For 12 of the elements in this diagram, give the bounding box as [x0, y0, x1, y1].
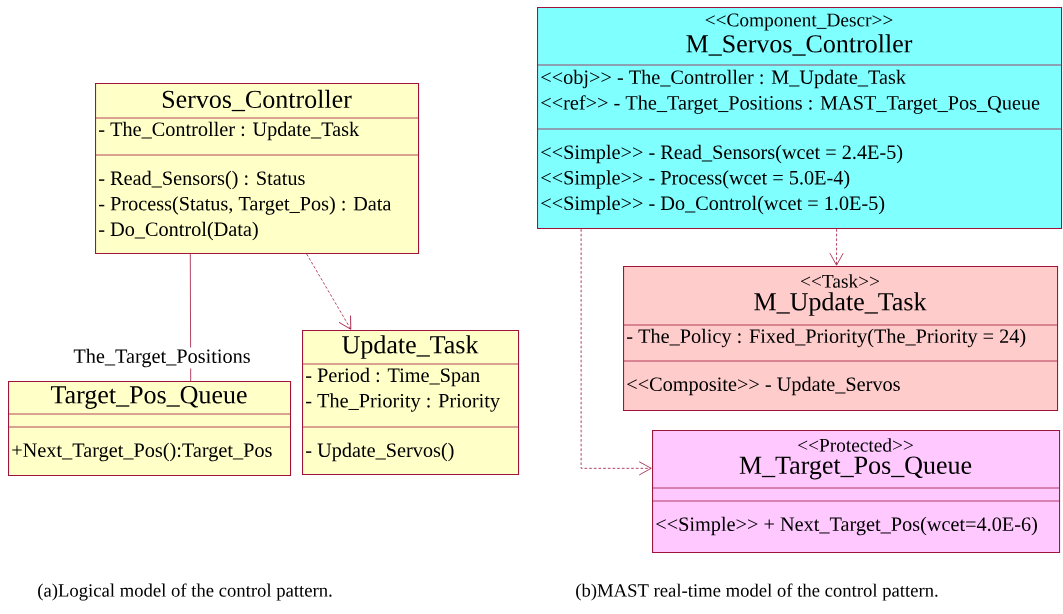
- connector-arrow: [829, 228, 844, 266]
- class-box: Update_Task - Period : Time_Span - The_Priority : Priority - Update_Servos(): [301, 330, 520, 476]
- class-box: <<Component_Descr>> M_Servos_Controller <<obj>> - The_Controller : M_Update_Task <<ref>> - The_Target_Positions : MAST_Target_Pos_Queue <<Simple>> - Read_Sensors(wcet = 2.4E-5) <<Simple>> - Process(wcet = 5.0E-4) <<Simple>> - Do_Control(wcet = 1.0E-5): [536, 7, 1063, 230]
- edge-label: The_Target_Positions: [72, 347, 252, 369]
- caption: (b)MAST real-time model of the control pattern.: [576, 583, 938, 601]
- connector-arrow: [306, 253, 352, 330]
- caption: (a)Logical model of the control pattern.: [38, 583, 332, 601]
- class-box: Target_Pos_Queue +Next_Target_Pos():Target_Pos: [7, 381, 292, 477]
- class-box: <<Task>> M_Update_Task - The_Policy : Fixed_Priority(The_Priority = 24) <<Composite>> - Update_Servos: [622, 266, 1059, 412]
- class-box: <<Protected>> M_Target_Pos_Queue <<Simple>> + Next_Target_Pos(wcet=4.0E-6): [651, 430, 1061, 554]
- connector-arrow: [580, 228, 652, 476]
- class-box: Servos_Controller - The_Controller : Update_Task - Read_Sensors() : Status - Process(Status, Target_Pos) : Data - Do_Control(Data): [94, 83, 420, 255]
